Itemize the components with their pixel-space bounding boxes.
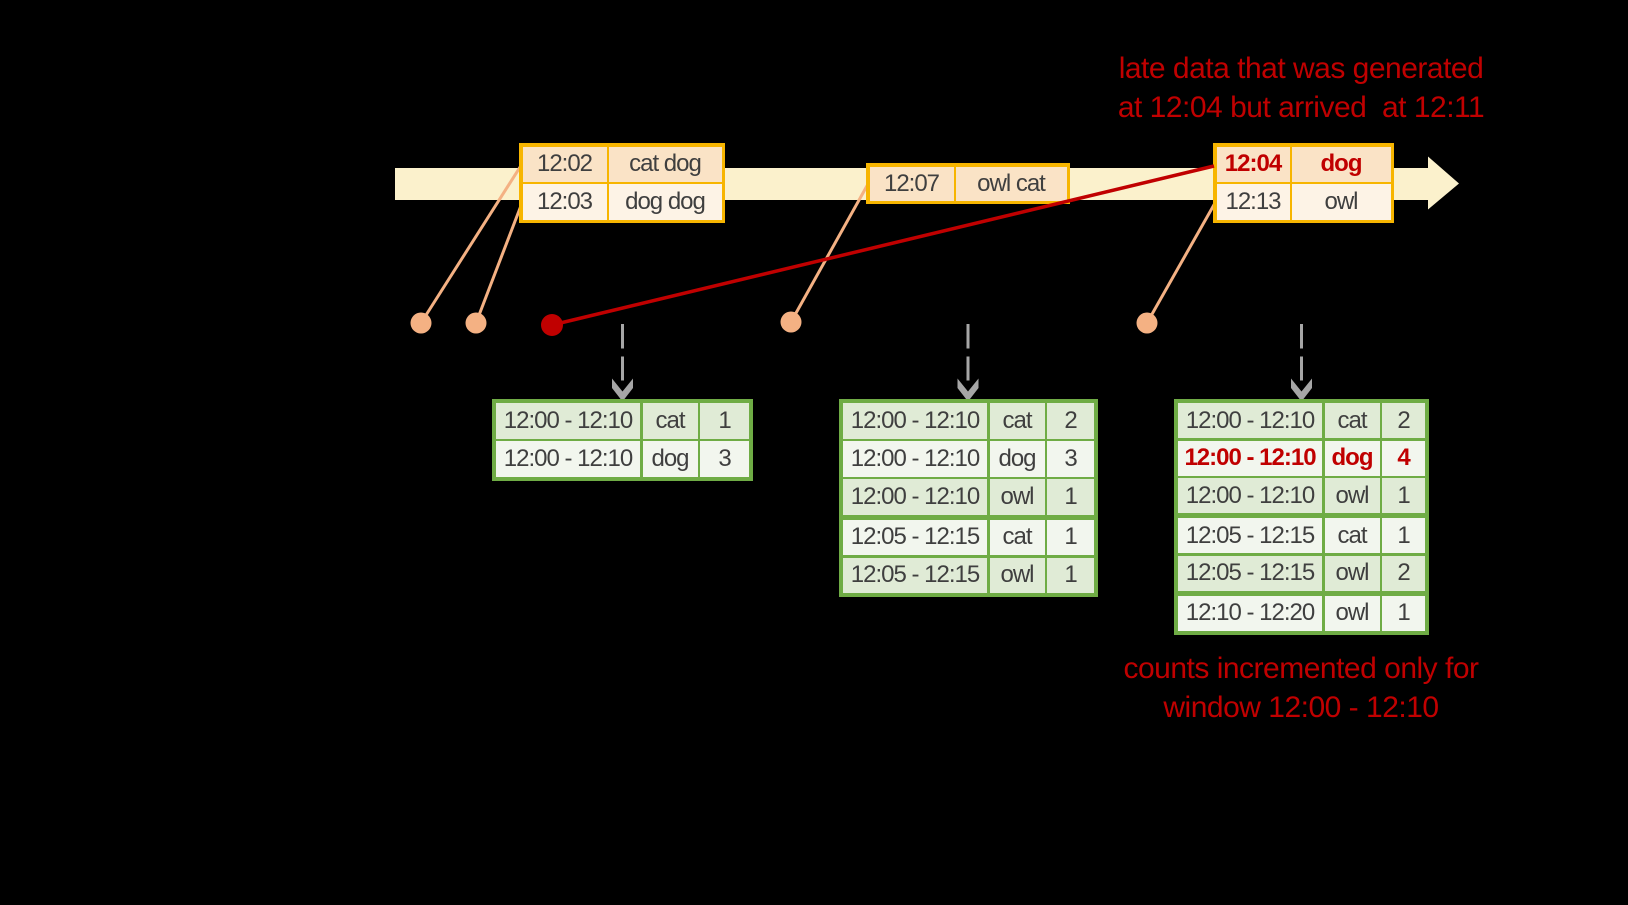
result-window-cell: 12:00 - 12:10 <box>843 479 987 515</box>
result-word-cell: owl <box>1324 555 1380 591</box>
event-words-cell: owl <box>1291 184 1391 220</box>
result-row-late: 12:00 - 12:10 dog 4 <box>1178 440 1425 476</box>
result-window-cell: 12:10 - 12:20 <box>1178 595 1322 631</box>
result-count-cell: 2 <box>1047 403 1094 439</box>
trigger-arrow-3 <box>1291 324 1312 402</box>
event-time-cell: 12:03 <box>522 184 607 220</box>
event-dot-1207 <box>780 311 802 333</box>
result-count-cell: 1 <box>700 403 749 439</box>
result-count-cell: 1 <box>1047 479 1094 515</box>
event-table-3: 12:04 dog 12:13 owl <box>1213 143 1394 223</box>
trigger-arrow-1 <box>612 324 633 402</box>
event-words-cell: owl cat <box>955 166 1067 201</box>
result-window-cell: 12:00 - 12:10 <box>496 403 640 439</box>
result-count-cell: 3 <box>700 441 749 477</box>
result-word-cell: cat <box>1324 518 1380 554</box>
result-row: 12:00 - 12:10 cat 1 <box>496 403 749 439</box>
event-words-cell: dog <box>1291 146 1391 182</box>
late-data-annotation-line1: late data that was generated <box>1118 52 1484 85</box>
event-stem-1203 <box>474 202 524 324</box>
result-window-cell: 12:05 - 12:15 <box>1178 555 1322 591</box>
result-word-cell: dog <box>642 441 698 477</box>
result-word-cell: owl <box>1324 595 1380 631</box>
timeline-arrowhead <box>1428 156 1459 210</box>
result-row: 12:00 - 12:10 owl 1 <box>843 479 1094 515</box>
result-table-3: 12:00 - 12:10 cat 2 12:00 - 12:10 dog 4 … <box>1174 399 1429 635</box>
event-row: 12:02 cat dog <box>522 146 722 182</box>
event-dot-1203 <box>465 312 487 334</box>
result-count-cell: 4 <box>1382 440 1425 476</box>
counts-annotation-line1: counts incremented only for <box>1123 652 1479 685</box>
event-table-2: 12:07 owl cat <box>866 163 1070 204</box>
result-row: 12:00 - 12:10 owl 1 <box>1178 478 1425 514</box>
result-table-2: 12:00 - 12:10 cat 2 12:00 - 12:10 dog 3 … <box>839 399 1098 597</box>
event-row: 12:13 owl <box>1216 184 1391 220</box>
result-window-cell: 12:00 - 12:10 <box>1178 478 1322 514</box>
result-window-cell: 12:00 - 12:10 <box>1178 440 1322 476</box>
result-count-cell: 1 <box>1382 518 1425 554</box>
event-time-cell: 12:04 <box>1216 146 1290 182</box>
result-row: 12:00 - 12:10 cat 2 <box>843 403 1094 439</box>
event-stem-1202 <box>419 163 524 324</box>
result-count-cell: 2 <box>1382 555 1425 591</box>
event-time-cell: 12:13 <box>1216 184 1290 220</box>
result-count-cell: 3 <box>1047 441 1094 477</box>
event-dot-1202 <box>410 312 432 334</box>
result-window-cell: 12:05 - 12:15 <box>843 519 987 555</box>
result-row: 12:05 - 12:15 cat 1 <box>1178 518 1425 554</box>
result-window-cell: 12:05 - 12:15 <box>843 557 987 593</box>
counts-annotation: counts incremented only for window 12:00… <box>1081 649 1521 727</box>
late-data-dot <box>541 314 563 336</box>
result-word-cell: cat <box>1324 403 1380 439</box>
result-row: 12:00 - 12:10 dog 3 <box>843 441 1094 477</box>
trigger-arrow-2 <box>957 324 979 402</box>
event-row-late: 12:04 dog <box>1216 146 1391 182</box>
result-word-cell: owl <box>989 557 1045 593</box>
result-count-cell: 1 <box>1382 595 1425 631</box>
counts-annotation-line2: window 12:00 - 12:10 <box>1163 691 1439 724</box>
result-word-cell: cat <box>642 403 698 439</box>
result-window-cell: 12:00 - 12:10 <box>1178 403 1322 439</box>
result-window-cell: 12:00 - 12:10 <box>496 441 640 477</box>
event-row: 12:07 owl cat <box>869 166 1067 201</box>
result-word-cell: dog <box>1324 440 1380 476</box>
late-data-line <box>551 164 1215 327</box>
result-count-cell: 1 <box>1047 519 1094 555</box>
event-words-cell: cat dog <box>608 146 722 182</box>
result-word-cell: owl <box>989 479 1045 515</box>
result-row: 12:00 - 12:10 cat 2 <box>1178 403 1425 439</box>
result-word-cell: cat <box>989 519 1045 555</box>
event-row: 12:03 dog dog <box>522 184 722 220</box>
event-words-cell: dog dog <box>608 184 722 220</box>
event-dot-1213 <box>1136 312 1158 334</box>
result-window-cell: 12:00 - 12:10 <box>843 441 987 477</box>
event-table-1: 12:02 cat dog 12:03 dog dog <box>519 143 725 223</box>
result-row: 12:10 - 12:20 owl 1 <box>1178 595 1425 631</box>
result-word-cell: dog <box>989 441 1045 477</box>
result-table-1: 12:00 - 12:10 cat 1 12:00 - 12:10 dog 3 <box>492 399 753 481</box>
late-data-annotation-line2: at 12:04 but arrived at 12:11 <box>1117 91 1485 124</box>
result-window-cell: 12:00 - 12:10 <box>843 403 987 439</box>
result-row: 12:05 - 12:15 owl 2 <box>1178 555 1425 591</box>
result-window-cell: 12:05 - 12:15 <box>1178 518 1322 554</box>
result-count-cell: 1 <box>1382 478 1425 514</box>
event-stem-1213 <box>1145 202 1217 324</box>
event-time-cell: 12:07 <box>869 166 954 201</box>
event-time-cell: 12:02 <box>522 146 607 182</box>
event-stem-1207 <box>789 183 870 323</box>
late-data-annotation: late data that was generated at 12:04 bu… <box>1081 49 1521 127</box>
result-word-cell: owl <box>1324 478 1380 514</box>
result-count-cell: 1 <box>1047 557 1094 593</box>
result-word-cell: cat <box>989 403 1045 439</box>
result-row: 12:05 - 12:15 owl 1 <box>843 557 1094 593</box>
result-row: 12:05 - 12:15 cat 1 <box>843 519 1094 555</box>
result-count-cell: 2 <box>1382 403 1425 439</box>
result-row: 12:00 - 12:10 dog 3 <box>496 441 749 477</box>
